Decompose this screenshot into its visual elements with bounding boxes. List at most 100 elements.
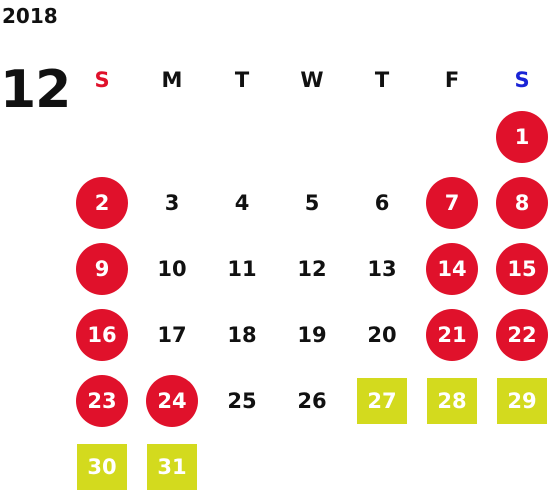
calendar-week-row: 16 17 18 19 20 21 22 — [67, 302, 548, 368]
calendar-week-row: 9 10 11 12 13 14 15 — [67, 236, 548, 302]
day-holiday: 16 — [76, 309, 128, 361]
day-cell: 3 — [137, 170, 207, 236]
day-cell: 12 — [277, 236, 347, 302]
empty-day — [146, 111, 198, 163]
day-holiday: 8 — [496, 177, 548, 229]
day-cell: 10 — [137, 236, 207, 302]
day-holiday: 9 — [76, 243, 128, 295]
day-cell — [277, 104, 347, 170]
empty-day — [496, 441, 548, 493]
day-cell: 24 — [137, 368, 207, 434]
day-cell: 14 — [417, 236, 487, 302]
day-normal: 3 — [164, 191, 180, 215]
day-cell — [347, 434, 417, 500]
calendar-week-row: 23 24 25 26 27 28 29 — [67, 368, 548, 434]
day-cell — [417, 104, 487, 170]
weekday-header-wed: W — [300, 68, 324, 92]
day-cell — [67, 104, 137, 170]
empty-day — [356, 441, 408, 493]
day-holiday: 23 — [76, 375, 128, 427]
day-closed: 28 — [427, 378, 477, 424]
day-cell: 5 — [277, 170, 347, 236]
day-normal: 4 — [234, 191, 250, 215]
empty-day — [76, 111, 128, 163]
weekday-header-tue: T — [234, 68, 250, 92]
day-cell: 28 — [417, 368, 487, 434]
day-normal: 6 — [374, 191, 390, 215]
day-holiday: 1 — [496, 111, 548, 163]
day-cell: 1 — [487, 104, 548, 170]
day-normal: 13 — [367, 257, 397, 281]
day-cell: 27 — [347, 368, 417, 434]
day-cell — [487, 434, 548, 500]
day-cell: 31 — [137, 434, 207, 500]
day-holiday: 14 — [426, 243, 478, 295]
day-cell: 2 — [67, 170, 137, 236]
day-cell: 21 — [417, 302, 487, 368]
day-normal: 18 — [227, 323, 257, 347]
day-cell: 26 — [277, 368, 347, 434]
day-cell: 6 — [347, 170, 417, 236]
day-holiday: 24 — [146, 375, 198, 427]
day-cell — [207, 104, 277, 170]
day-cell: 19 — [277, 302, 347, 368]
empty-day — [286, 111, 338, 163]
day-normal: 11 — [227, 257, 257, 281]
day-closed: 29 — [497, 378, 547, 424]
calendar-week-row: 1 — [67, 104, 548, 170]
day-holiday: 21 — [426, 309, 478, 361]
day-closed: 30 — [77, 444, 127, 490]
empty-day — [426, 441, 478, 493]
day-cell — [137, 104, 207, 170]
day-cell: 13 — [347, 236, 417, 302]
day-cell: 20 — [347, 302, 417, 368]
day-closed: 27 — [357, 378, 407, 424]
empty-day — [216, 441, 268, 493]
day-cell: 17 — [137, 302, 207, 368]
weekday-header-mon: M — [161, 68, 183, 92]
day-cell — [347, 104, 417, 170]
day-cell: 29 — [487, 368, 548, 434]
day-cell: 7 — [417, 170, 487, 236]
calendar-week-row: 30 31 — [67, 434, 548, 500]
day-normal: 12 — [297, 257, 327, 281]
day-cell: 15 — [487, 236, 548, 302]
day-cell — [417, 434, 487, 500]
day-normal: 20 — [367, 323, 397, 347]
empty-day — [426, 111, 478, 163]
weekday-header-row: S M T W T F S — [67, 56, 548, 104]
day-cell: 30 — [67, 434, 137, 500]
day-closed: 31 — [147, 444, 197, 490]
calendar-year: 2018 — [2, 4, 58, 28]
day-cell: 11 — [207, 236, 277, 302]
empty-day — [216, 111, 268, 163]
day-cell — [207, 434, 277, 500]
day-holiday: 15 — [496, 243, 548, 295]
day-normal: 17 — [157, 323, 187, 347]
day-holiday: 2 — [76, 177, 128, 229]
day-holiday: 7 — [426, 177, 478, 229]
day-normal: 19 — [297, 323, 327, 347]
weekday-header-sat: S — [514, 68, 530, 92]
empty-day — [286, 441, 338, 493]
day-normal: 5 — [304, 191, 320, 215]
day-cell: 4 — [207, 170, 277, 236]
day-holiday: 22 — [496, 309, 548, 361]
day-cell: 23 — [67, 368, 137, 434]
day-normal: 26 — [297, 389, 327, 413]
day-normal: 25 — [227, 389, 257, 413]
day-cell — [277, 434, 347, 500]
calendar-month: 12 — [0, 60, 71, 120]
empty-day — [356, 111, 408, 163]
day-cell: 9 — [67, 236, 137, 302]
day-cell: 25 — [207, 368, 277, 434]
weekday-header-thu: T — [374, 68, 390, 92]
day-cell: 8 — [487, 170, 548, 236]
weekday-header-sun: S — [94, 68, 110, 92]
weekday-header-fri: F — [444, 68, 460, 92]
day-normal: 10 — [157, 257, 187, 281]
day-cell: 18 — [207, 302, 277, 368]
